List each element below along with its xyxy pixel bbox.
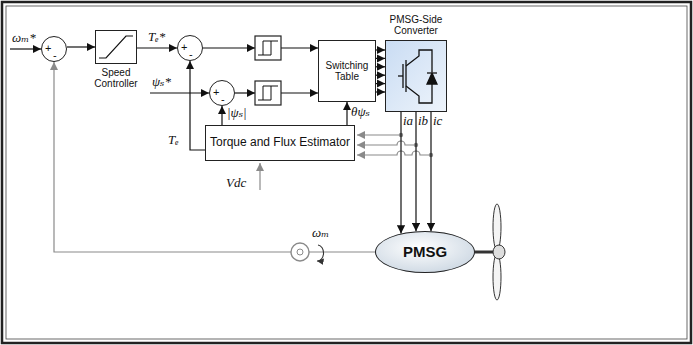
connector-line [376,66,385,67]
node-text: PMSG-Side Converter [381,14,451,36]
connector-line [376,49,385,50]
summing-junction: +- [177,35,203,61]
connector-line [400,112,401,234]
signal-arrow [222,106,223,125]
controller-box [95,30,137,64]
connector-line [346,102,347,125]
wind-turbine-rotor [475,204,505,300]
signal-arrow [376,50,385,92]
generator-body [375,231,475,273]
rotation-arrow [317,245,324,261]
signal-name: ωₘ* [12,31,36,45]
summing-junction: +- [41,36,67,62]
signal-arrow [137,48,177,49]
node-text: PMSG [384,244,466,261]
hysteresis-comparator [255,81,281,105]
connector-line [376,91,385,92]
connector-line [415,112,416,231]
connector-line [430,112,431,231]
converter-fill [385,40,447,112]
speed-encoder [291,243,309,261]
connector-line [376,75,385,76]
switching-table: Switching Table [318,40,376,102]
node-text: + [45,42,51,54]
signal-arrow [401,112,431,234]
connector-line [137,47,177,48]
connector-line [376,58,385,59]
converter: PMSG-Side Converter [381,8,451,112]
node-text: Speed Controller [85,67,147,89]
connector-line [190,61,205,150]
signal-name: ia [403,114,413,128]
signal-name: Tₑ* [148,30,165,44]
speed-controller: Speed Controller [85,30,147,92]
connector-line [67,46,95,47]
node-text: - [53,49,57,61]
signal-name: |ψₛ| [227,106,247,120]
summing-junction: +- [209,80,235,106]
node-text: + [213,86,219,98]
signal-name: Tₑ [168,133,179,147]
igbt-symbol [398,50,437,103]
converter-box [385,40,447,112]
node-text: - [189,48,193,60]
signal-name: ψₛ* [152,75,171,89]
signal-name: ωₘ [312,226,329,240]
node-text: - [221,93,225,105]
node-text: + [181,41,187,53]
signal-arrow [190,61,205,150]
connector-line [221,106,222,125]
inner-frame [6,6,687,339]
estimator-box: Torque and Flux Estimator [205,125,355,161]
saturation-ramp-icon [99,36,133,58]
signal-name: θψₛ [351,105,370,119]
node-text: Switching Table [322,60,372,82]
connector-line [376,83,385,84]
signal-arrow [67,47,95,48]
hysteresis-comparator [255,36,281,60]
generator-ellipse: PMSG [375,231,475,273]
signal-arrow [347,102,348,125]
signal-name: Vdc [226,176,246,190]
signal-name: ic [433,114,442,128]
signal-name: ib [418,114,428,128]
node-text: Torque and Flux Estimator [209,136,351,149]
controller-ground [95,30,137,64]
